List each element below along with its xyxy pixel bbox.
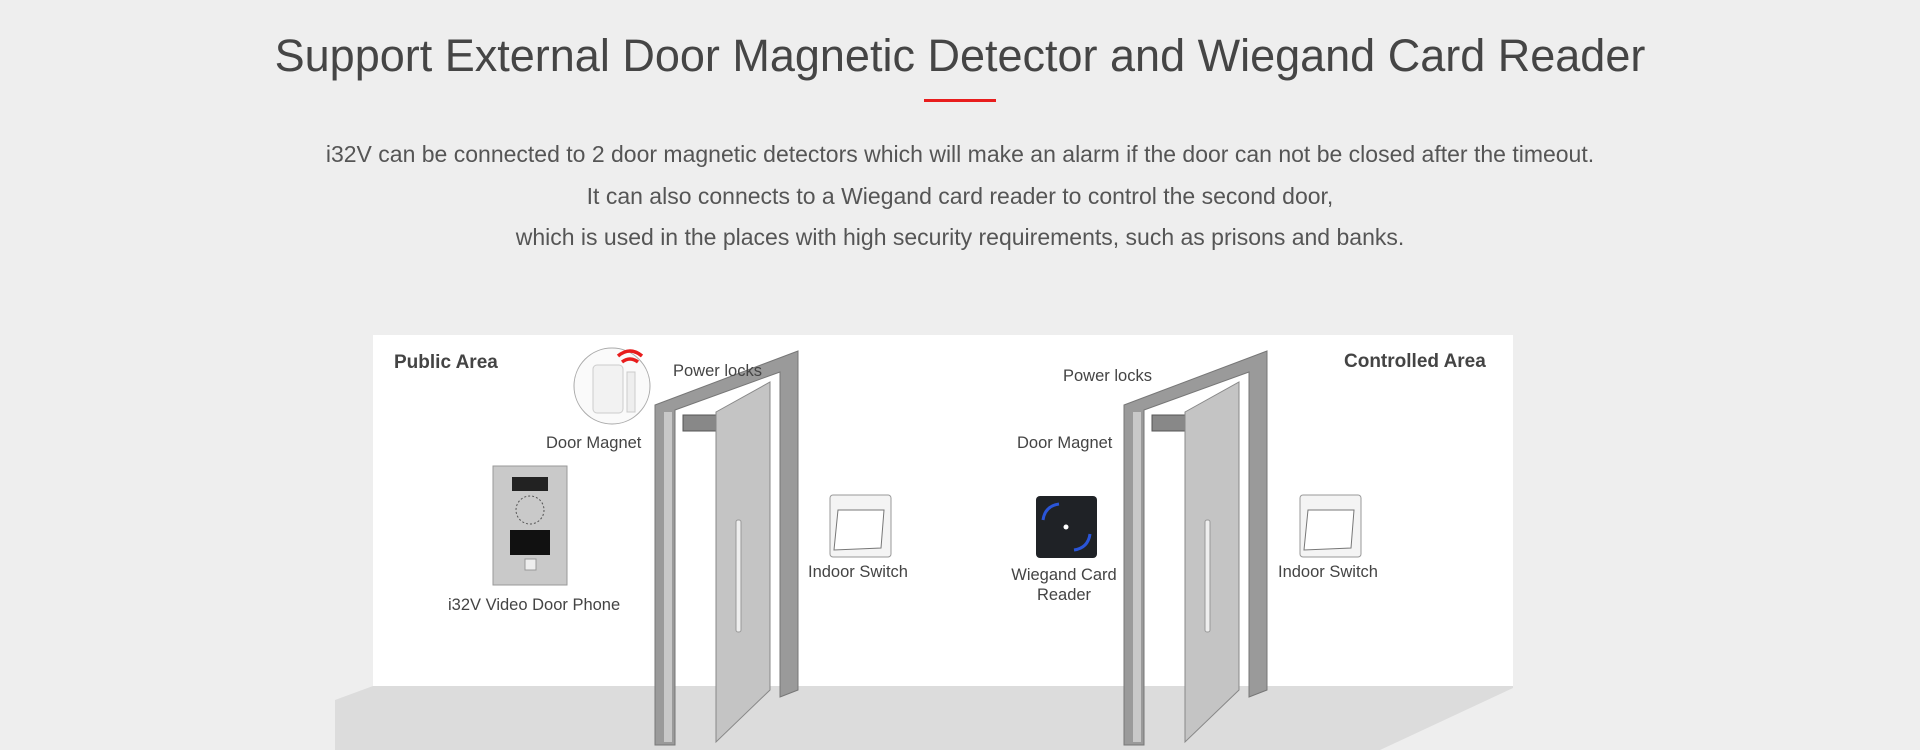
door-magnet-label: Door Magnet <box>546 434 642 452</box>
floor <box>335 686 1513 750</box>
description-line: It can also connects to a Wiegand card r… <box>586 182 1334 209</box>
indoor-switch-label: Indoor Switch <box>1278 563 1378 581</box>
indoor-switch-icon <box>1299 494 1362 558</box>
page-title: Support External Door Magnetic Detector … <box>274 30 1646 81</box>
public-area-label: Public Area <box>394 352 498 373</box>
description: i32V can be connected to 2 door magnetic… <box>0 134 1920 259</box>
indoor-switch-icon <box>829 494 892 558</box>
door-magnet-label: Door Magnet <box>1017 434 1113 452</box>
power-locks-label: Power locks <box>673 362 762 380</box>
door-right-icon <box>1123 350 1268 746</box>
wiegand-card-reader-label: Wiegand Card Reader <box>1004 565 1124 605</box>
video-door-phone-icon <box>492 465 568 586</box>
power-locks-label: Power locks <box>1063 367 1152 385</box>
door-left-icon <box>654 350 799 746</box>
controlled-area-label: Controlled Area <box>1344 351 1486 372</box>
description-line: i32V can be connected to 2 door magnetic… <box>325 141 1595 167</box>
indoor-switch-label: Indoor Switch <box>808 563 908 581</box>
video-door-phone-label: i32V Video Door Phone <box>448 596 621 614</box>
door-magnet-icon <box>573 347 651 425</box>
title-underline <box>924 99 996 102</box>
wiegand-card-reader-icon <box>1036 496 1097 558</box>
description-line: which is used in the places with high se… <box>515 224 1405 250</box>
reader-label-line: Wiegand Card <box>1011 566 1117 584</box>
reader-label-line: Reader <box>1036 586 1092 604</box>
